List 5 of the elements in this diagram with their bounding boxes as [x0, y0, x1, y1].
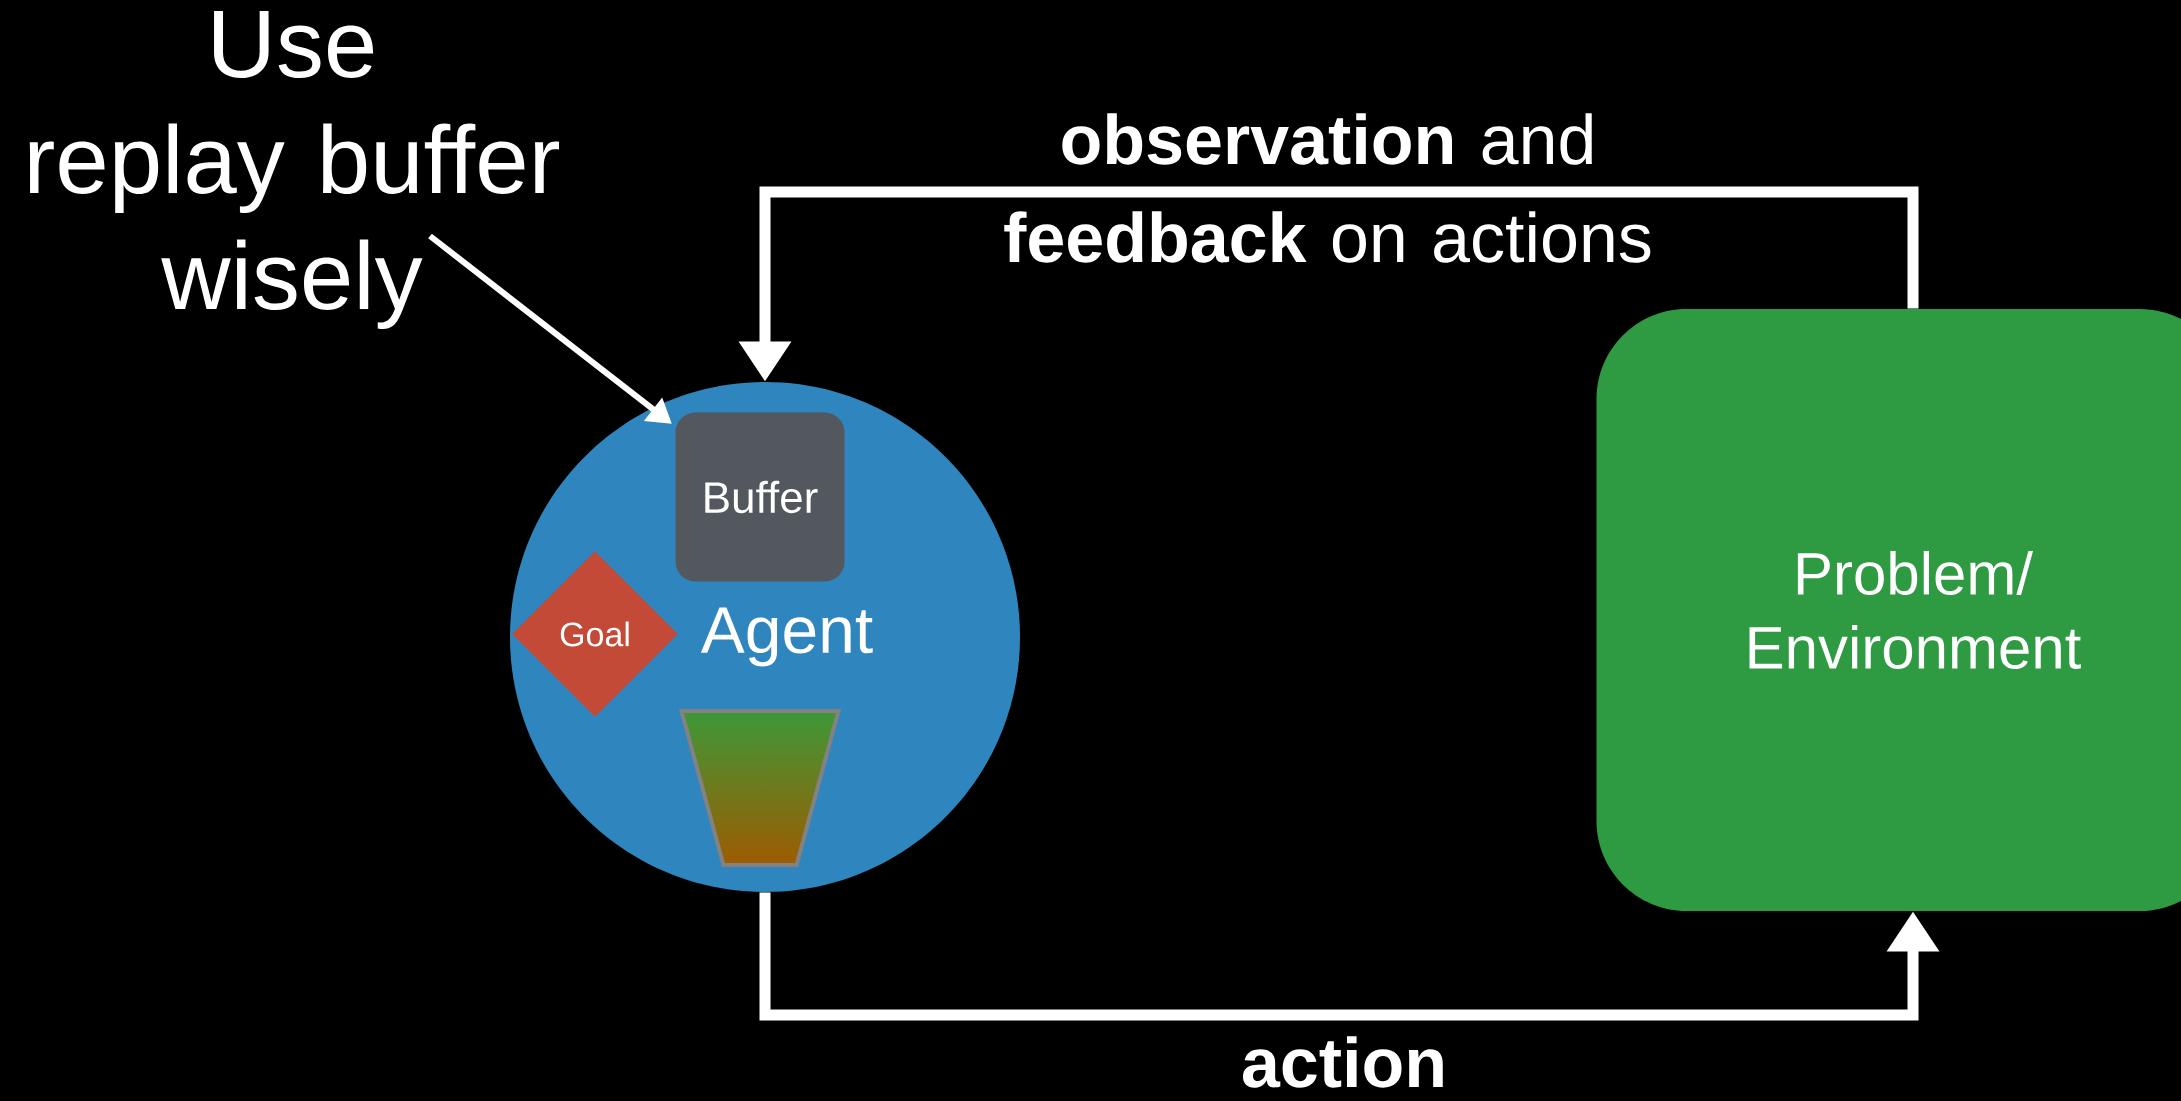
environment-box: Problem/ Environment: [1596, 309, 2181, 911]
buffer-box: Buffer: [675, 412, 845, 582]
callout-text: Use replay buffer wisely: [29, 11, 560, 329]
edge-label: observation and feedback on actions: [1004, 113, 1651, 263]
edge-label: action: [1243, 1036, 1443, 1088]
